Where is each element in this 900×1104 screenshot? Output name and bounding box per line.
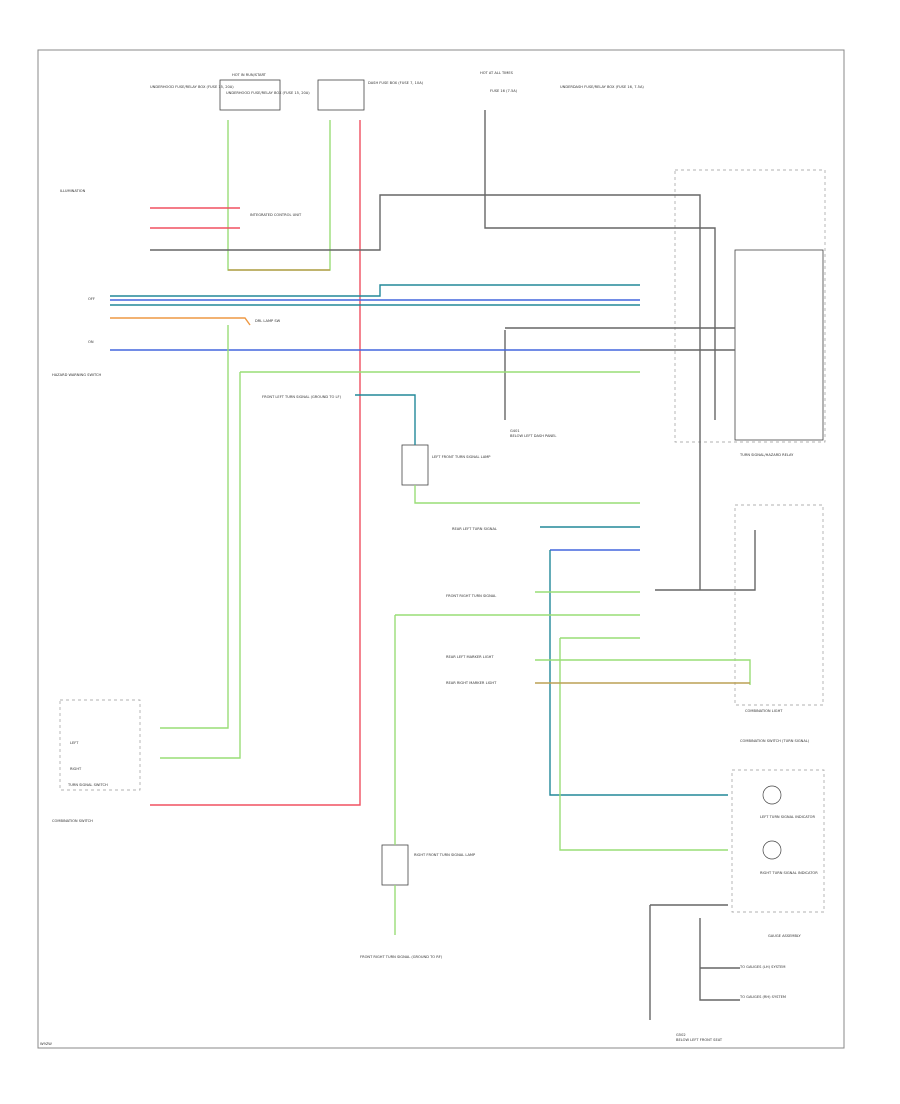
hot-underhood-label: HOT IN RUN/START: [232, 73, 267, 77]
underhood-fuse-rect: [219, 79, 281, 111]
underhood-fuse-box: HOT IN RUN/START UNDERHOOD FUSE/RELAY BO…: [150, 73, 310, 111]
left-front-lamp-box: [401, 444, 429, 486]
drl-lamp-label: DRL LAMP SW: [255, 319, 281, 323]
wire-teal-lamp: [355, 394, 416, 445]
off-label: OFF: [88, 297, 95, 301]
left-indicator-bulb-icon: [762, 785, 782, 805]
wire-green-marker: [535, 659, 751, 685]
combo-switch-left-label: COMBINATION SWITCH: [52, 819, 93, 823]
integrated-control-label: INTEGRATED CONTROL UNIT: [250, 213, 302, 217]
right-front-lamp-label: RIGHT FRONT TURN SIGNAL LAMP: [414, 853, 476, 857]
turn-switch-label: TURN SIGNAL SWITCH: [67, 783, 108, 787]
combo-switch-label: COMBINATION SWITCH (TURN SIGNAL): [740, 739, 810, 743]
right-front-lamp-box: [381, 844, 409, 886]
relay-dashed-region: [674, 169, 826, 443]
combo-light-label: COMBINATION LIGHT: [745, 709, 783, 713]
wire-orange-a: [110, 317, 251, 326]
diagram-frame: [37, 49, 845, 1049]
hot-at-all-times-fuse: HOT AT ALL TIMES FUSE 16 (7.5A) UNDERDAS…: [480, 71, 644, 93]
to-left-label: TO GAUGES (LH) SYSTEM: [739, 965, 786, 969]
on-label: ON: [88, 340, 94, 344]
right-indicator-bulb-icon: [762, 840, 782, 860]
wire-green-down2: [559, 638, 728, 851]
front-left-ground-label: FRONT LEFT TURN SIGNAL (GROUND TO LF): [262, 395, 342, 399]
wire-blue-down: [549, 550, 728, 796]
wire-gray-right-fuse: [484, 110, 716, 420]
g401-label: G401: [510, 429, 520, 433]
wire-green-down-left: [160, 372, 241, 759]
wire-teal-a: [110, 284, 640, 297]
combination-switch-box: [59, 699, 141, 791]
front-right-ground-label: FRONT RIGHT TURN SIGNAL (GROUND TO RF): [360, 955, 443, 959]
hot-right-label: HOT AT ALL TIMES: [480, 71, 514, 75]
turn-relay-label: TURN SIGNAL/HAZARD RELAY: [739, 453, 794, 457]
combo-light-region: [734, 504, 824, 706]
gauge-assembly-box: [731, 769, 825, 913]
g502-label: G502: [676, 1033, 686, 1037]
rear-left-label: REAR LEFT TURN SIGNAL: [452, 527, 497, 531]
wire-gray-top-a: [150, 194, 701, 590]
rear-left-marker-label: REAR LEFT MARKER LIGHT: [446, 655, 494, 659]
fuse-right-desc-label: UNDERDASH FUSE/RELAY BOX (FUSE 16, 7.5A): [560, 85, 644, 89]
wire-gray-combo: [655, 530, 756, 591]
fuse-right-label: DASH FUSE BOX (FUSE 7, 10A): [368, 81, 424, 85]
dash-fuse-rect: [317, 79, 365, 111]
g502-location: BELOW LEFT FRONT SEAT: [676, 1038, 723, 1042]
right-label: RIGHT: [70, 767, 82, 771]
left-front-lamp-label: LEFT FRONT TURN SIGNAL LAMP: [432, 455, 491, 459]
turn-signal-relay-box: [734, 249, 824, 441]
to-right-label: TO GAUGES (RH) SYSTEM: [739, 995, 786, 999]
fuse-right-box-label: FUSE 16 (7.5A): [490, 89, 518, 93]
rear-right-marker-label: REAR RIGHT MARKER LIGHT: [446, 681, 497, 685]
corner-id: W9ZW: [40, 1042, 52, 1046]
fuse-left-inner: UNDERHOOD FUSE/RELAY BOX (FUSE 15, 20A): [226, 91, 310, 95]
g401-location: BELOW LEFT DASH PANEL: [510, 434, 556, 438]
wire-green-lamp: [414, 485, 640, 504]
hazard-switch-label: HAZARD WARNING SWITCH: [52, 373, 102, 377]
wire-green-fuse-a: [227, 120, 331, 271]
wire-green-down-left2: [160, 325, 229, 729]
left-indicator-label: LEFT TURN SIGNAL INDICATOR: [760, 815, 815, 819]
fuse-left-desc: UNDERHOOD FUSE/RELAY BOX (FUSE 15, 20A): [150, 85, 234, 89]
illumination-label: ILLUMINATION: [60, 189, 86, 193]
gauge-assy-label: GAUGE ASSEMBLY: [768, 934, 801, 938]
wire-red-main: [150, 120, 361, 806]
front-right-label: FRONT RIGHT TURN SIGNAL: [446, 594, 496, 598]
wire-layer: [110, 110, 756, 1020]
wire-gray-gauge-b: [699, 918, 740, 1001]
left-label: LEFT: [70, 741, 79, 745]
right-indicator-label: RIGHT TURN SIGNAL INDICATOR: [760, 871, 818, 875]
dash-fuse-box: DASH FUSE BOX (FUSE 7, 10A): [317, 79, 424, 111]
